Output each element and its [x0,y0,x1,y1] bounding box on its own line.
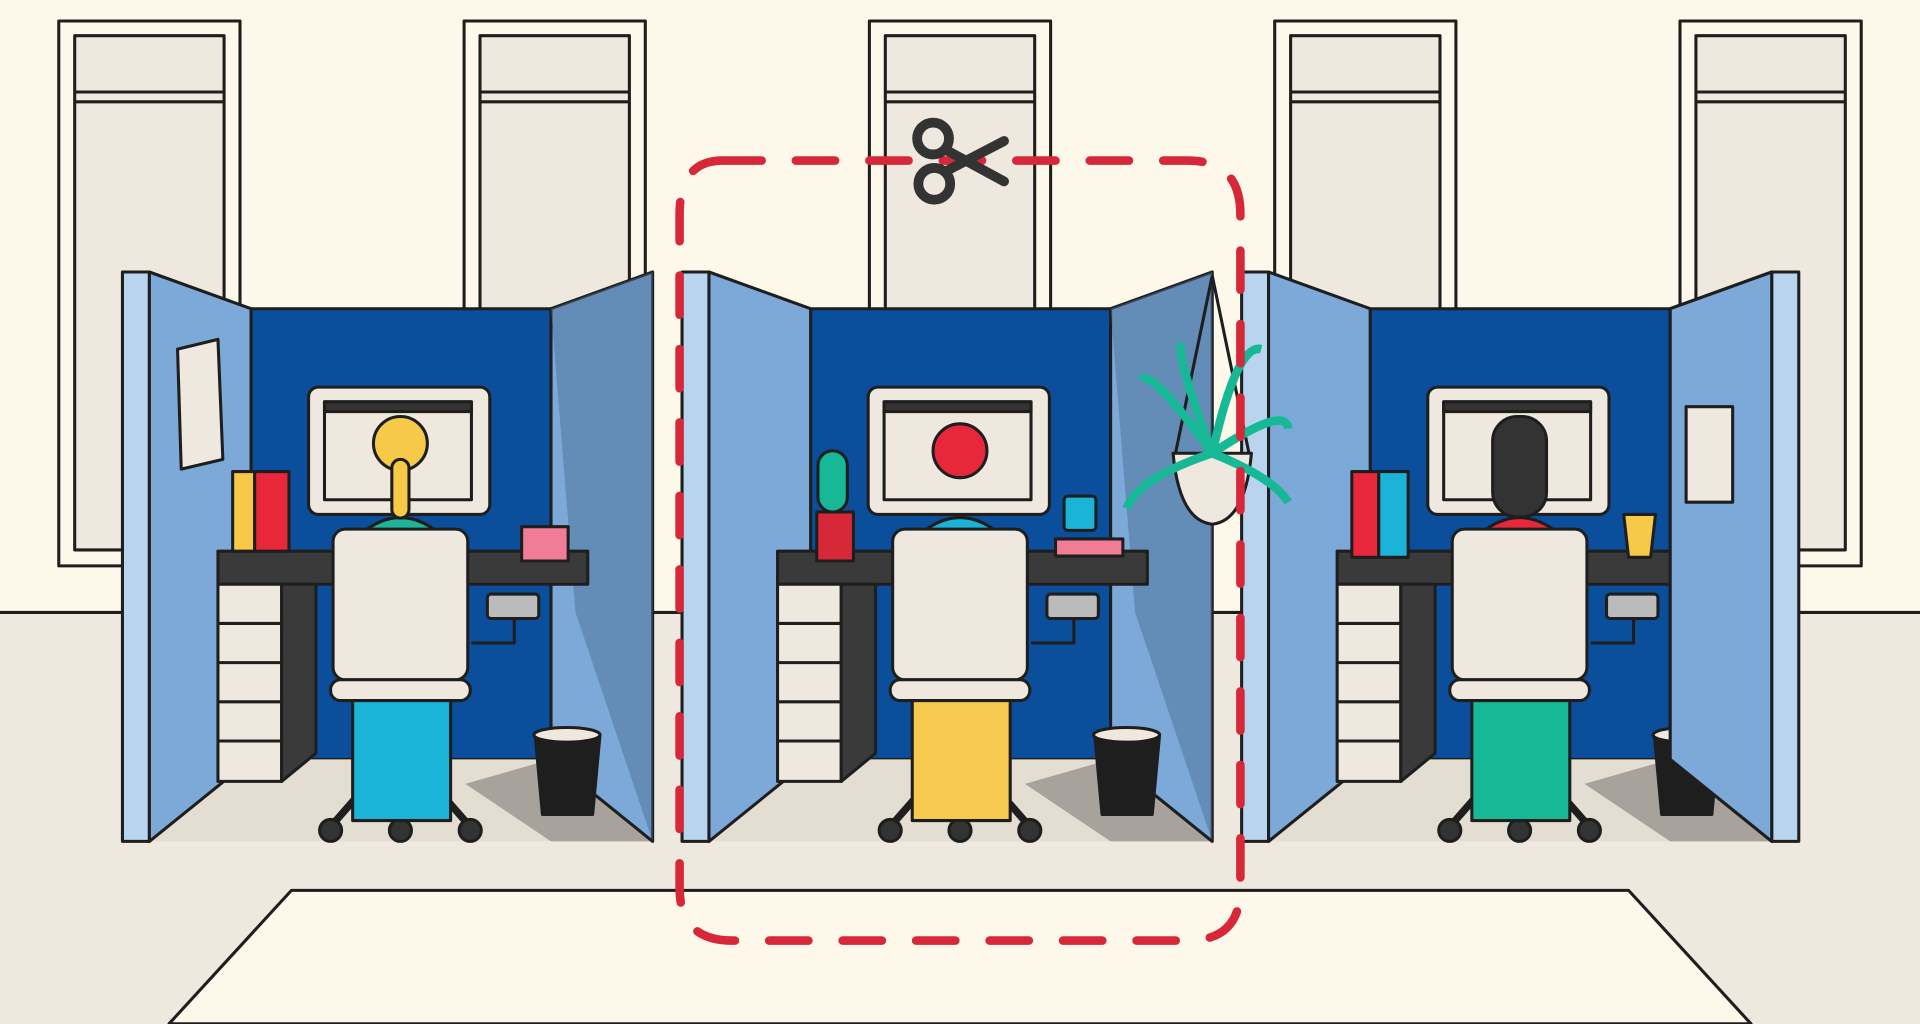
binder-red [253,470,291,553]
plant-pot [520,525,570,563]
person-1-pants [351,696,453,823]
floor-rug [167,888,1753,1024]
end-panel [1668,270,1801,843]
cubicle-1 [122,272,652,841]
books [1053,537,1125,558]
cactus-icon [815,449,855,563]
binder-yellow [231,470,257,553]
cubicle-2 [682,272,1212,841]
dashed-cut-line [675,156,1245,945]
hanging-plant-icon [1122,275,1293,526]
wall-poster [176,337,225,471]
scissors-icon [912,117,1009,205]
cubicle-3 [1242,272,1772,841]
